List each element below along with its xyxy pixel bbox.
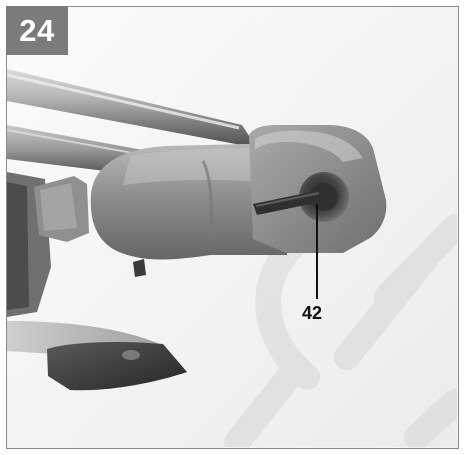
- callout-label: 42: [301, 303, 323, 323]
- figure-frame: [6, 6, 459, 449]
- rubber-foot: [47, 341, 187, 391]
- end-cap: [90, 144, 292, 260]
- bottom-screw: [133, 259, 146, 277]
- figure-number-badge: 24: [6, 6, 68, 55]
- product-photo: [7, 7, 457, 447]
